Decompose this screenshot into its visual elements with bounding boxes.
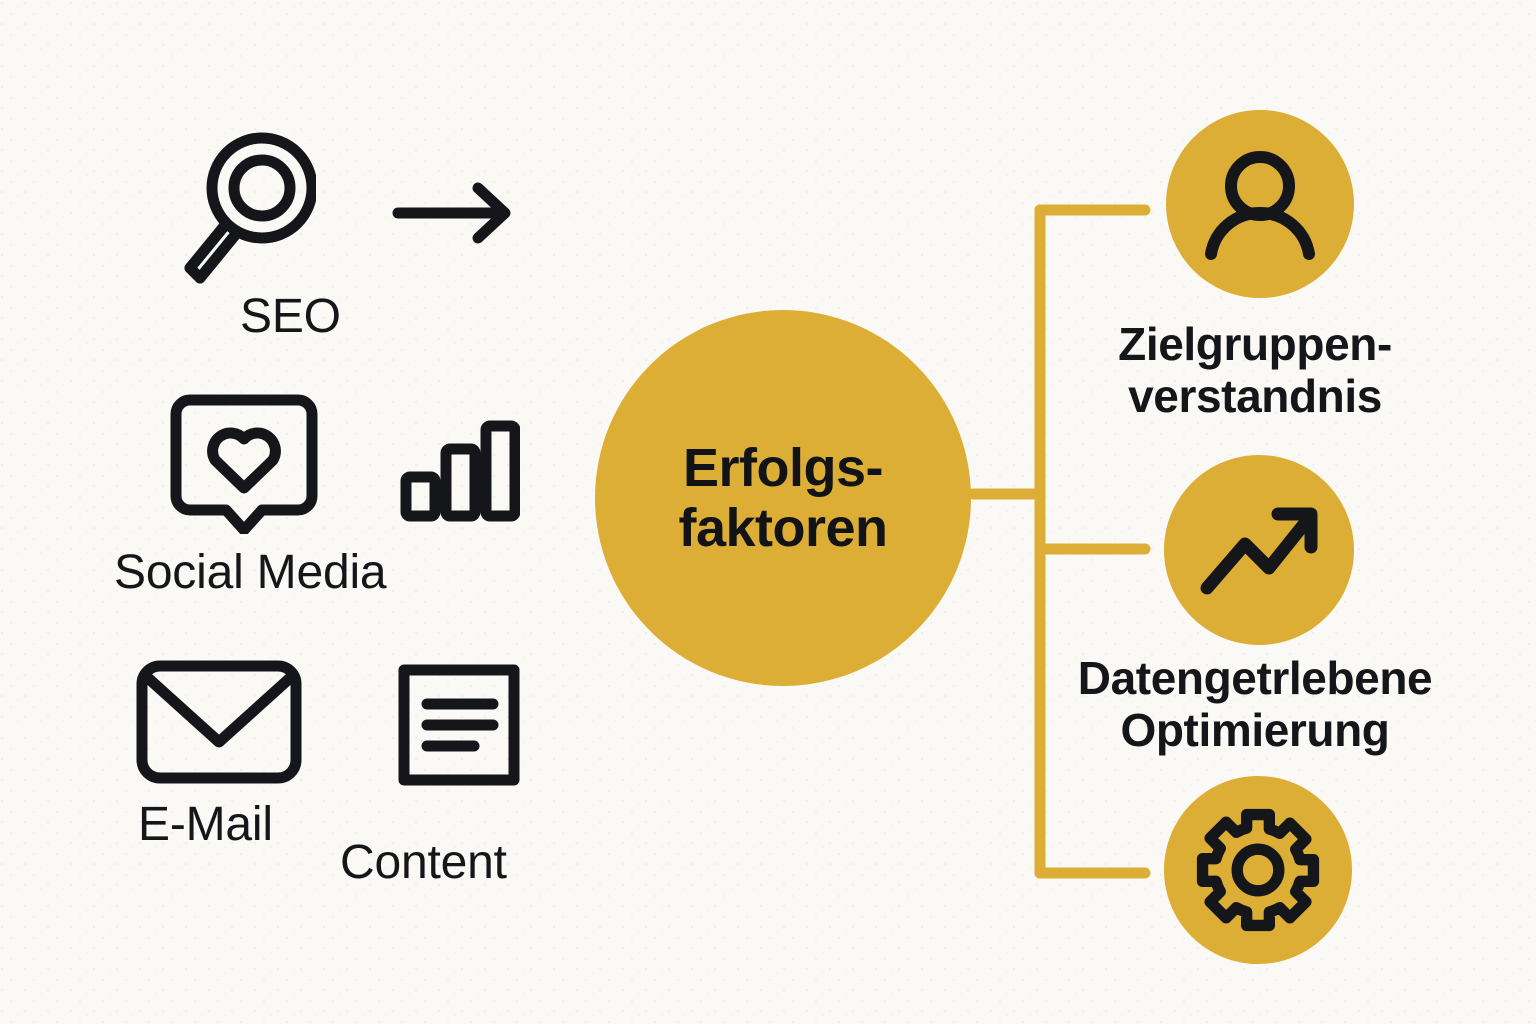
bar-chart-icon (400, 420, 520, 522)
envelope-icon (136, 660, 302, 784)
input-label-social-media: Social Media (114, 546, 387, 599)
arrow-right-icon (392, 178, 522, 248)
input-label-seo: SEO (240, 290, 341, 343)
person-icon (1201, 148, 1319, 260)
output-node-gear[interactable] (1164, 776, 1352, 964)
output-label-datengetriebene-optimierung: Datengetrlebene Optimierung (1077, 652, 1433, 757)
input-label-email: E-Mail (138, 798, 273, 851)
output-label-zielgruppenverstandnis: Zielgruppen- verstandnis (1118, 318, 1392, 423)
trending-up-icon (1199, 498, 1319, 602)
center-node-label: Erfolgs- faktoren (678, 437, 888, 558)
magnifier-icon (176, 132, 316, 300)
document-lines-icon (398, 664, 520, 786)
output-node-datengetriebene-optimierung[interactable] (1164, 455, 1354, 645)
input-label-content: Content (340, 836, 507, 889)
gear-icon (1195, 807, 1321, 933)
center-node[interactable]: Erfolgs- faktoren (595, 310, 971, 686)
output-node-zielgruppenverstandnis[interactable] (1166, 110, 1354, 298)
speech-bubble-heart-icon (170, 392, 318, 534)
